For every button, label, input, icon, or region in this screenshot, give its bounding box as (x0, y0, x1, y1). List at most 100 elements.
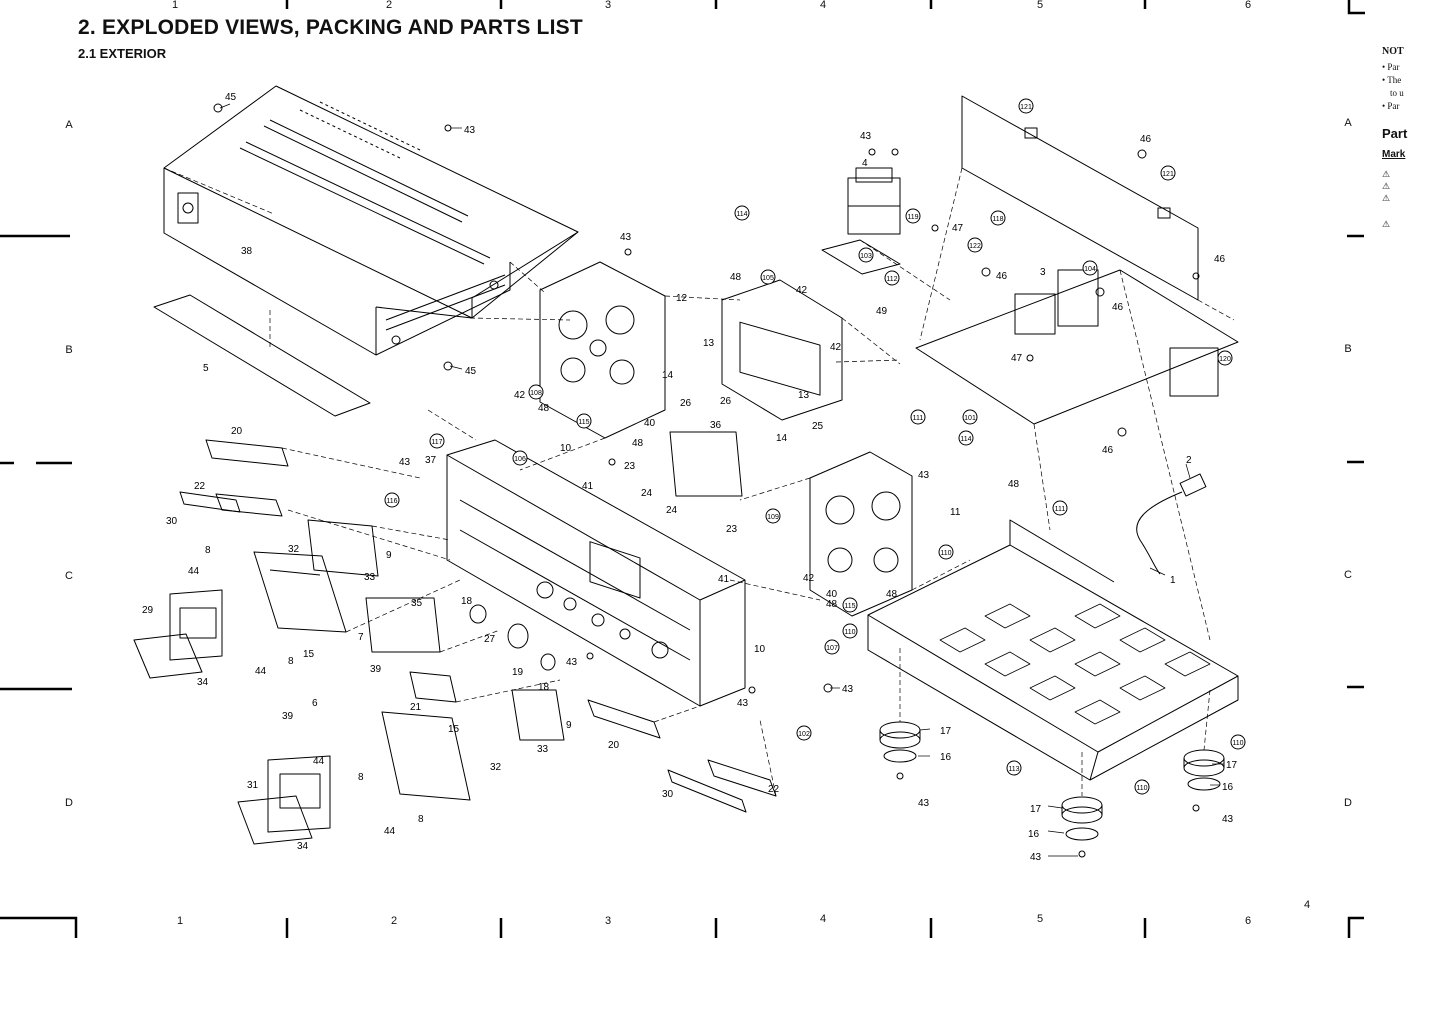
part-label-17b: 17 (1226, 760, 1238, 771)
part-label-32b: 32 (490, 762, 502, 773)
svg-text:116: 116 (386, 498, 397, 505)
cassette-holder-15-right (381, 711, 471, 801)
grid-col-5-bottom: 5 (1036, 913, 1044, 925)
window-34-upper (133, 633, 203, 679)
svg-text:121: 121 (1020, 104, 1032, 111)
part-label-46e: 46 (1102, 445, 1114, 456)
window-36 (669, 431, 743, 497)
grid-col-6-top: 6 (1244, 0, 1252, 11)
badge-114a: 114 (734, 205, 750, 221)
button-bar-30-lower (667, 769, 747, 813)
button-bar-30-upper (179, 491, 241, 513)
badge-102: 102 (796, 725, 812, 741)
badge-103: 103 (858, 247, 874, 263)
part-label-26a: 26 (680, 398, 692, 409)
svg-text:115: 115 (578, 419, 589, 426)
part-label-43g: 43 (737, 698, 749, 709)
callout-leaders (219, 103, 1224, 857)
part-label-43b: 43 (620, 232, 632, 243)
part-label-43f: 43 (566, 657, 578, 668)
part-label-36: 36 (710, 420, 722, 431)
part-label-18a: 18 (461, 596, 473, 607)
part-label-24a: 24 (641, 488, 653, 499)
part-label-43d: 43 (399, 457, 411, 468)
part-label-13a: 13 (703, 338, 715, 349)
part-label-24b: 24 (666, 505, 678, 516)
svg-text:106: 106 (514, 456, 526, 463)
part-label-8a: 8 (205, 545, 211, 556)
badge-104: 104 (1082, 260, 1098, 276)
svg-text:109: 109 (767, 514, 779, 521)
part-label-13b: 13 (798, 390, 810, 401)
badge-110a: 110 (938, 544, 954, 560)
part-label-38: 38 (241, 246, 253, 257)
part-label-49: 49 (876, 306, 888, 317)
svg-text:110: 110 (940, 550, 951, 557)
grid-row-a-left: A (65, 119, 73, 131)
grid-col-4-bottom: 4 (819, 913, 827, 925)
cassette-door-29 (169, 589, 223, 661)
grid-col-2-top: 2 (385, 0, 393, 11)
part-label-1: 1 (1170, 575, 1176, 586)
part-label-23a: 23 (624, 461, 636, 472)
badge-112: 112 (884, 270, 900, 286)
part-label-15a: 15 (303, 649, 315, 660)
page-number: 4 (1304, 899, 1311, 911)
part-label-43h: 43 (842, 684, 854, 695)
part-label-31: 31 (247, 780, 259, 791)
part-label-22b: 22 (768, 784, 780, 795)
side-bullet-1: • Par (1382, 62, 1400, 72)
badge-108: 108 (528, 384, 544, 400)
power-board-101 (915, 269, 1239, 425)
part-label-18b: 18 (538, 682, 550, 693)
badge-113: 113 (1006, 760, 1022, 776)
part-label-42b: 42 (796, 285, 808, 296)
part-label-16a: 16 (940, 752, 952, 763)
svg-text:117: 117 (431, 439, 442, 446)
part-label-39b: 39 (282, 711, 294, 722)
part-label-46c: 46 (1214, 254, 1226, 265)
badge-106: 106 (512, 450, 528, 466)
mechanism-left (539, 261, 666, 439)
warning-icon-3: ⚠ (1382, 193, 1391, 203)
badge-111b: 111 (1052, 500, 1068, 516)
button-bar-20-upper (205, 439, 289, 467)
part-label-8c: 8 (358, 772, 364, 783)
knob-18-upper (469, 604, 487, 624)
page-frame-marks (0, 0, 1365, 938)
part-label-17a: 17 (940, 726, 952, 737)
part-label-14b: 14 (776, 433, 788, 444)
svg-text:111: 111 (1055, 506, 1066, 513)
part-label-43e: 43 (918, 470, 930, 481)
grid-row-d-right: D (1344, 797, 1352, 809)
side-mark-heading: Mark (1382, 149, 1406, 160)
screws (213, 103, 1200, 858)
grid-col-3-bottom: 3 (604, 915, 612, 927)
badge-101: 101 (962, 409, 978, 425)
ac-cord-2 (1136, 473, 1207, 575)
part-labels: 1 2 3 4 5 6 7 8 8 8 8 9 9 10 10 11 12 13… (142, 92, 1238, 863)
part-label-8d: 8 (418, 814, 424, 825)
part-label-17c: 17 (1030, 804, 1042, 815)
part-label-15b: 15 (448, 724, 460, 735)
part-label-21: 21 (410, 702, 422, 713)
part-label-3: 3 (1040, 267, 1046, 278)
badge-117: 117 (429, 433, 445, 449)
button-bar-22-upper (215, 493, 283, 517)
svg-text:122: 122 (969, 243, 981, 250)
part-label-46d: 46 (1112, 302, 1124, 313)
part-label-14a: 14 (662, 370, 674, 381)
badge-111a: 111 (910, 409, 926, 425)
part-label-10b: 10 (754, 644, 766, 655)
svg-text:112: 112 (886, 276, 897, 283)
svg-text:110: 110 (1136, 785, 1147, 792)
part-label-37: 37 (425, 455, 437, 466)
part-label-9b: 9 (566, 720, 572, 731)
svg-text:108: 108 (530, 390, 542, 397)
part-label-43c: 43 (860, 131, 872, 142)
part-label-16c: 16 (1028, 829, 1040, 840)
part-label-42a: 42 (514, 390, 526, 401)
part-label-43i: 43 (918, 798, 930, 809)
badge-116: 116 (384, 492, 400, 508)
